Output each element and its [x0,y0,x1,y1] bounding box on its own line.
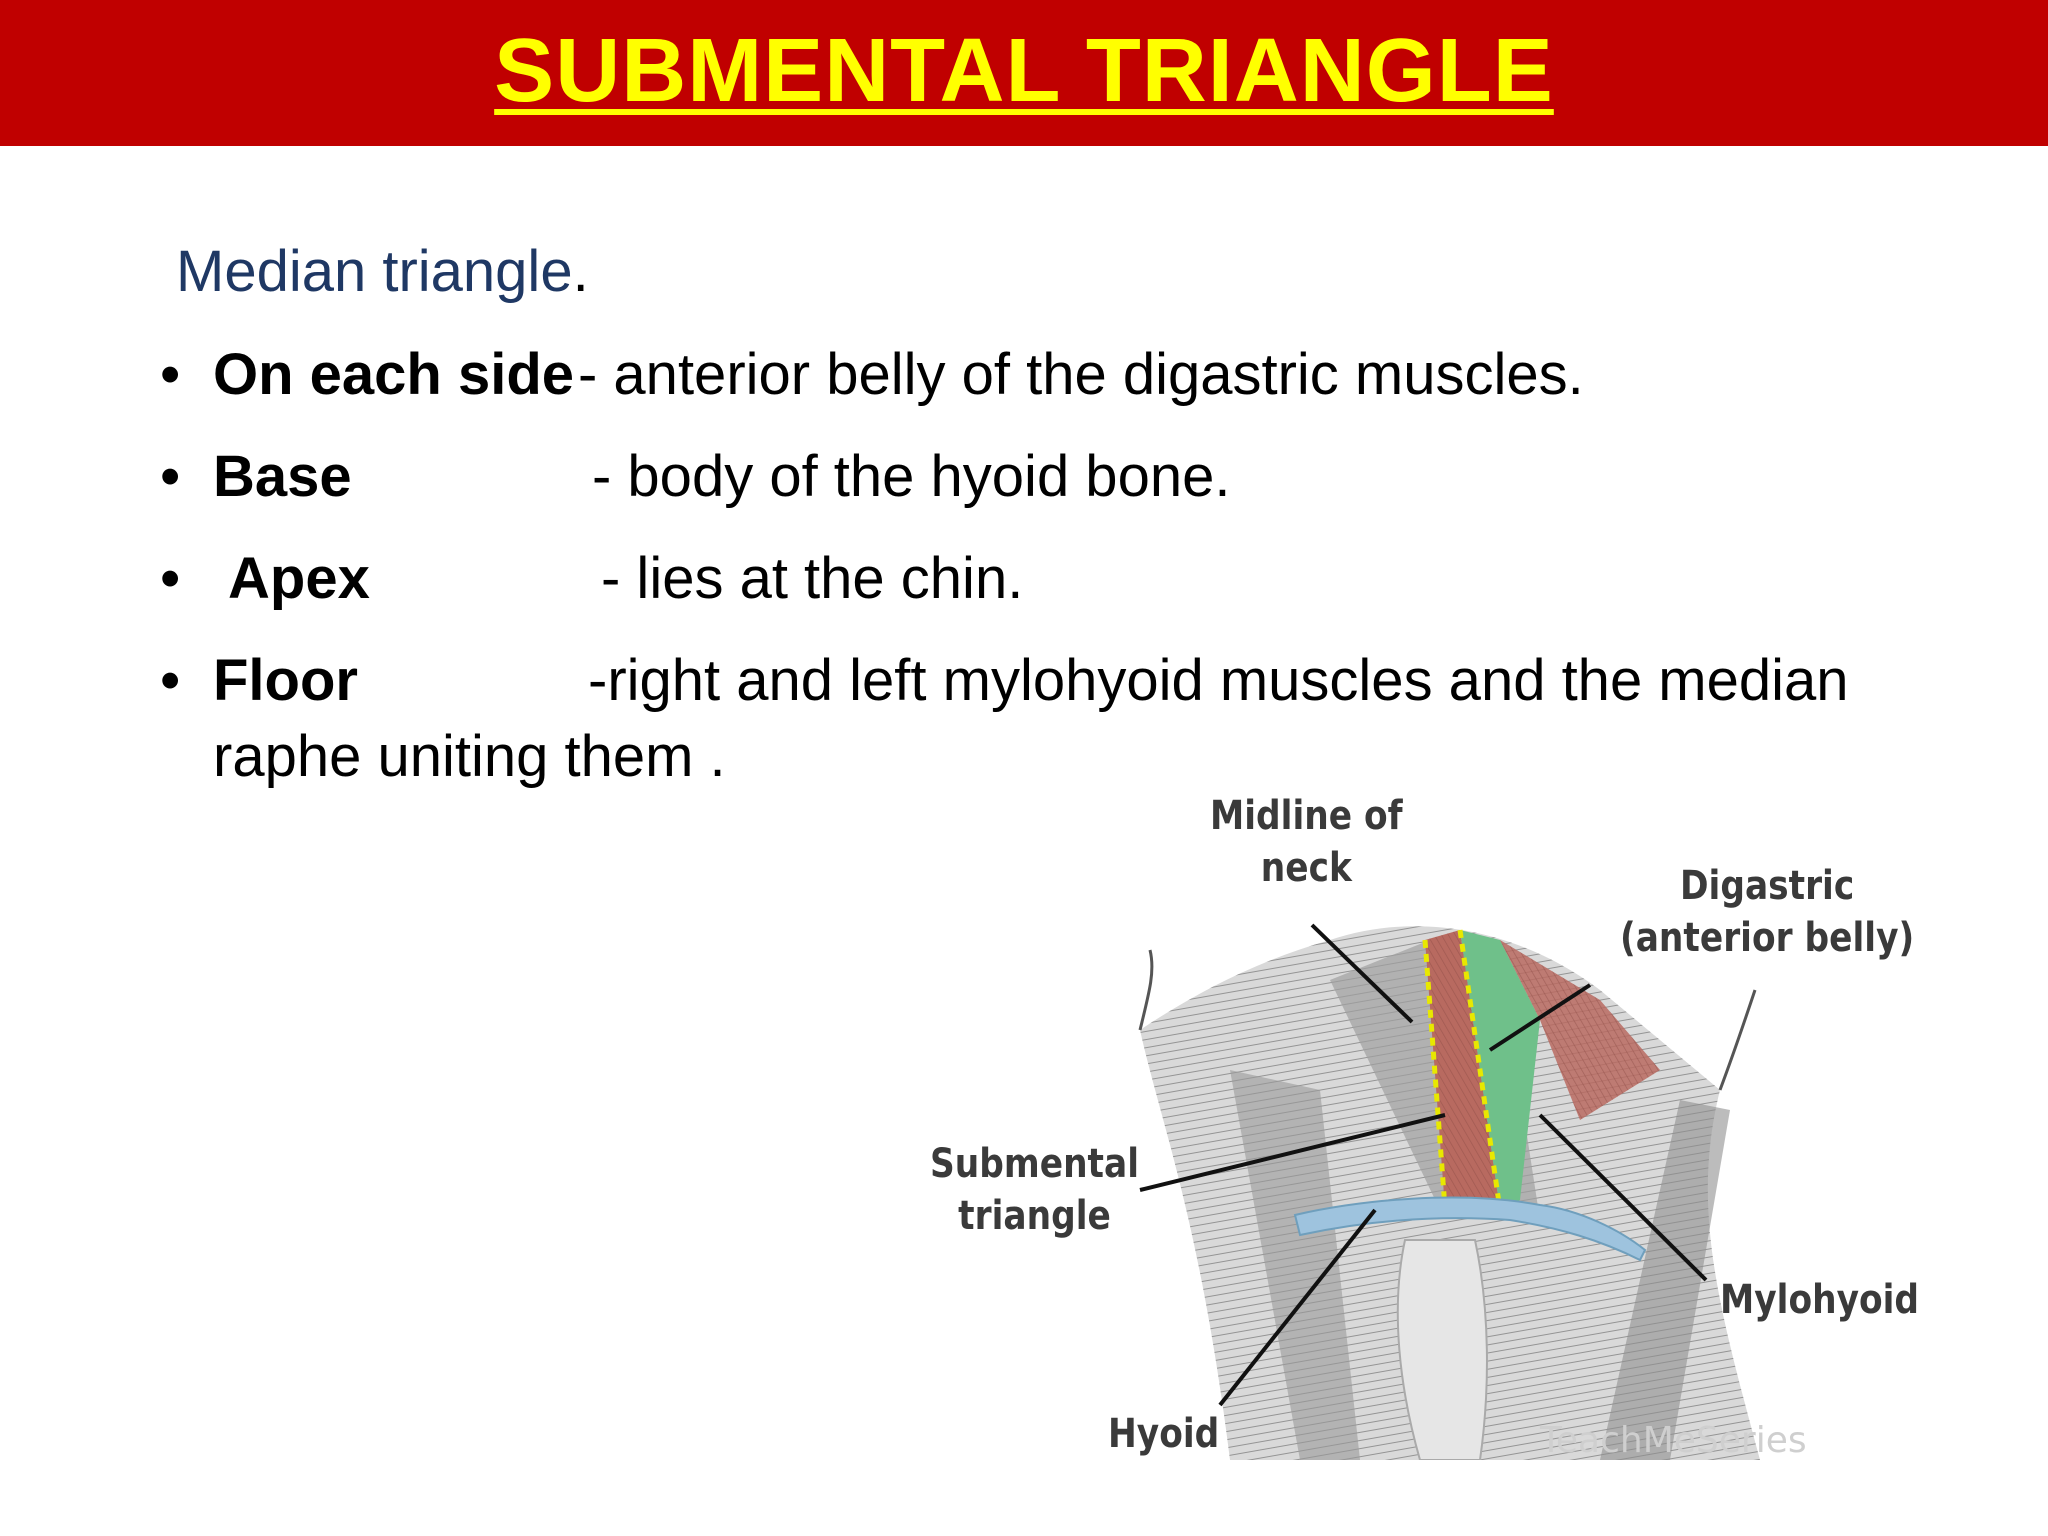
bullet-desc: -right and left mylohyoid muscles and th… [588,648,1849,713]
label-midline: Midline of neck [1210,793,1403,891]
title-bar: SUBMENTAL TRIANGLE [0,0,2048,146]
label-mylohyoid: Mylohyoid [1720,1277,1920,1323]
label-hyoid: Hyoid [1108,1411,1220,1457]
bullet-term: Base [213,444,352,509]
watermark: TeachMeSeries [1540,1420,1807,1461]
bullet-mark: • [160,648,181,713]
bullet-term: Apex [228,546,370,611]
subtitle-text: Median triangle [176,239,573,304]
hyoid-shape [1293,1196,1647,1262]
bullet-term: On each side [213,342,575,407]
neck-illustration [1138,923,1760,1460]
bullet-term: Floor [213,648,358,713]
label-digastric: Digastric (anterior belly) [1620,863,1915,961]
bullet-mark: • [160,546,181,611]
bullet-desc: - lies at the chin. [601,546,1024,611]
anatomy-figure: Midline of neck Digastric (anterior bell… [900,790,1920,1461]
subtitle: Median triangle. [176,238,589,305]
bullet-desc: - body of the hyoid bone. [592,444,1231,509]
bullet-desc: - anterior belly of the digastric muscle… [578,342,1584,407]
subtitle-period: . [572,239,589,304]
bullet-continuation: raphe uniting them . [213,724,726,789]
bullet-mark: • [160,342,181,407]
slide-title: SUBMENTAL TRIANGLE [494,20,1554,121]
label-submental-triangle: Submental triangle [930,1141,1140,1239]
digastric-shape [1460,930,1540,1210]
bullet-mark: • [160,444,181,509]
